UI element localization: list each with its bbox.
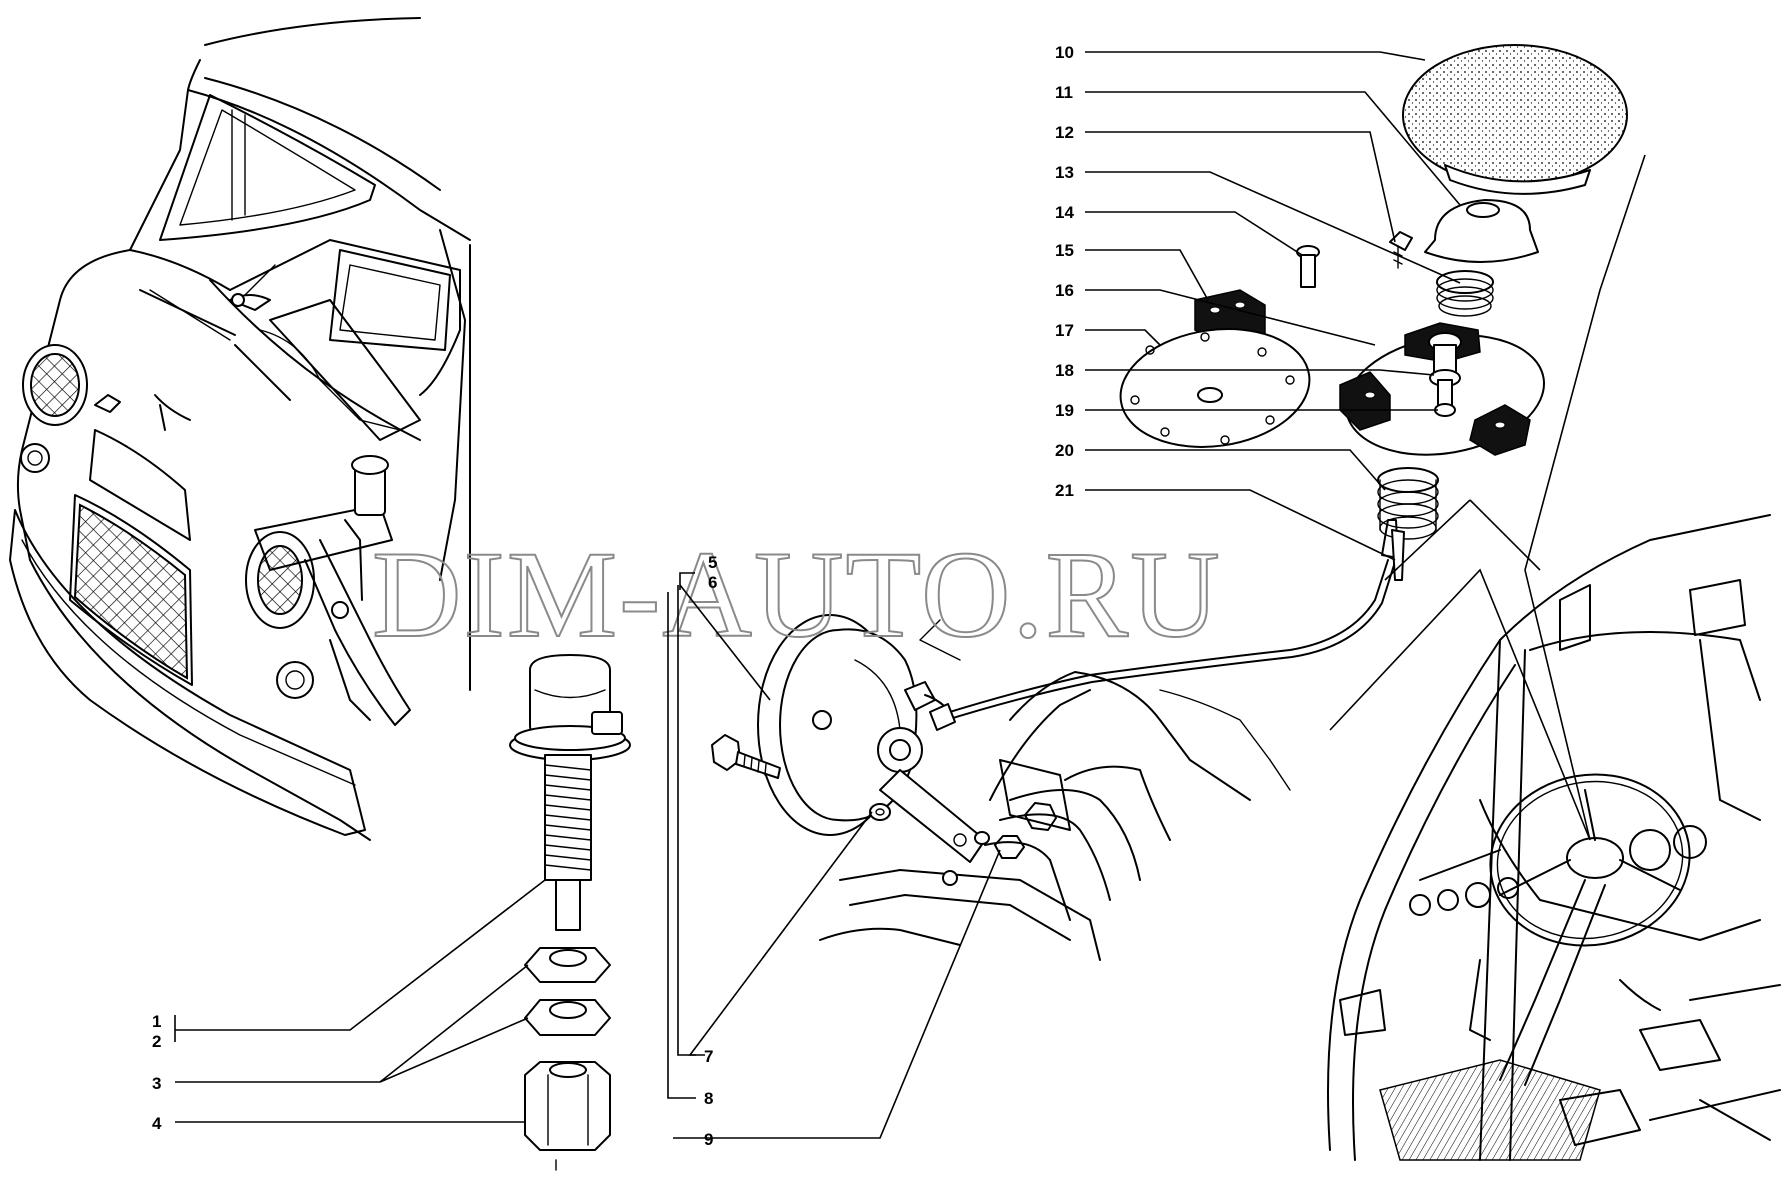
horn-button-cap [1402,44,1628,195]
screw-12 [1389,231,1413,269]
chassis-frame [819,619,1291,961]
cab-interior-illustration [1327,514,1781,1161]
callout-16: 16 [1055,281,1074,300]
washer-small [974,831,990,845]
callout-7: 7 [704,1047,713,1066]
callout-11: 11 [1055,83,1073,102]
spring-20 [1377,467,1439,581]
callout-21: 21 [1055,481,1074,500]
callout-labels: 1 2 3 4 5 6 7 8 9 10 11 12 13 14 15 16 1… [152,43,1074,1149]
callout-15: 15 [1055,241,1074,260]
pin-14 [1296,245,1320,288]
callout-8: 8 [704,1089,713,1108]
callout-19: 19 [1055,401,1074,420]
callout-18: 18 [1055,361,1074,380]
callout-10: 10 [1055,43,1074,62]
callout-3: 3 [152,1074,161,1093]
horn-unit [757,614,986,863]
callout-6: 6 [708,573,717,592]
callout-13: 13 [1055,163,1074,182]
callout-4: 4 [152,1114,162,1133]
contact-pin-18-19 [1428,332,1462,417]
lock-nut-upper [524,947,611,983]
callout-20: 20 [1055,441,1074,460]
lock-nut-lower [524,999,611,1036]
callout-2: 2 [152,1032,161,1051]
threaded-stud [544,754,592,931]
contact-plate-17 [1119,328,1311,448]
leader-lines [174,51,1646,1139]
nut-9 [994,802,1057,859]
washer-7 [869,803,891,821]
callout-5: 5 [708,553,717,572]
callout-17: 17 [1055,321,1074,340]
cap-nut [524,1061,611,1151]
mounting-bolt [711,734,781,779]
horn-button-stud-assembly [509,654,631,1171]
cap-holder [1424,199,1539,263]
spring-13 [1436,270,1494,317]
callout-12: 12 [1055,123,1074,142]
callout-9: 9 [704,1130,713,1149]
vehicle-front-illustration [9,17,471,841]
callout-14: 14 [1055,203,1074,222]
callout-1: 1 [152,1012,161,1031]
watermark-text: DIM-AUTO.RU [372,526,1222,663]
